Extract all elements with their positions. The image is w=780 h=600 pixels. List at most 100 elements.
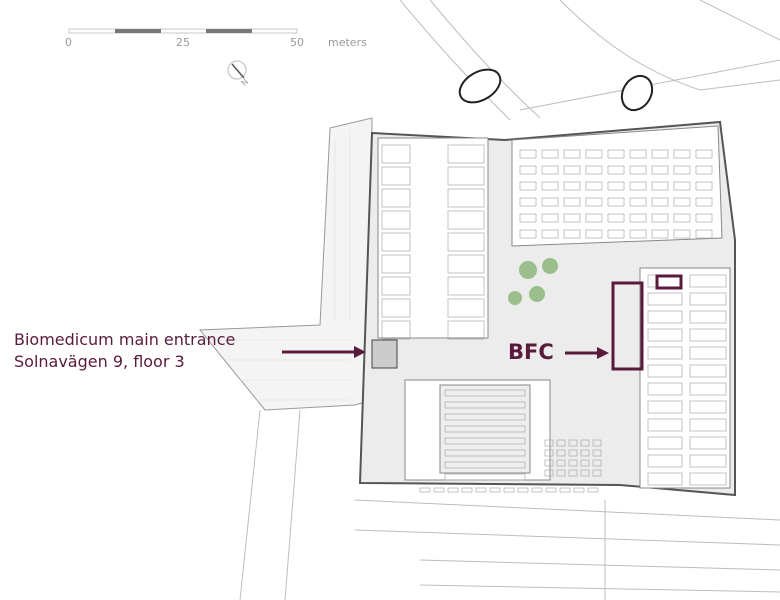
room: [541, 229, 559, 239]
room: [647, 400, 683, 414]
room: [419, 487, 431, 493]
north-arrow-icon: [227, 60, 247, 80]
room: [695, 197, 713, 207]
bfc-highlight-box-small: [655, 274, 683, 290]
room: [592, 439, 602, 447]
room: [447, 276, 485, 296]
scale-bar: [68, 28, 298, 34]
entrance-arrow: [282, 346, 366, 358]
room: [517, 487, 529, 493]
room: [580, 459, 590, 467]
room: [447, 320, 485, 340]
surrounding-streets: [239, 0, 780, 600]
room: [607, 181, 625, 191]
room: [381, 166, 411, 186]
room: [695, 149, 713, 159]
auditorium: [439, 384, 531, 474]
room: [587, 487, 599, 493]
room: [556, 449, 566, 457]
room: [444, 437, 526, 445]
room: [544, 439, 554, 447]
room: [629, 181, 647, 191]
scale-tick-50: 50: [290, 36, 304, 49]
room: [475, 487, 487, 493]
room: [647, 418, 683, 432]
room: [563, 213, 581, 223]
room: [568, 449, 578, 457]
room: [647, 364, 683, 378]
room: [689, 472, 727, 486]
room: [381, 254, 411, 274]
room: [673, 229, 691, 239]
bfc-label: BFC: [508, 340, 554, 364]
room: [544, 449, 554, 457]
room: [541, 165, 559, 175]
room: [629, 213, 647, 223]
bfc-arrow: [565, 347, 609, 359]
room: [651, 149, 669, 159]
room: [689, 310, 727, 324]
room: [580, 439, 590, 447]
room: [541, 197, 559, 207]
entrance-address: Solnavägen 9, floor 3: [14, 352, 185, 371]
room: [592, 449, 602, 457]
room: [444, 413, 526, 421]
room: [519, 197, 537, 207]
room: [573, 487, 585, 493]
room: [585, 149, 603, 159]
room: [381, 144, 411, 164]
room: [607, 149, 625, 159]
room: [592, 469, 602, 477]
room: [647, 346, 683, 360]
room: [556, 439, 566, 447]
room: [519, 213, 537, 223]
room: [651, 213, 669, 223]
room: [559, 487, 571, 493]
scale-tick-0: 0: [65, 36, 72, 49]
room: [689, 364, 727, 378]
room: [607, 165, 625, 175]
room: [433, 487, 445, 493]
room: [580, 469, 590, 477]
room: [689, 436, 727, 450]
scale-unit: meters: [328, 36, 367, 49]
skylight-oval: [620, 74, 654, 112]
room: [545, 487, 557, 493]
room: [580, 449, 590, 457]
room: [541, 181, 559, 191]
skylight-oval: [458, 68, 502, 104]
room: [629, 165, 647, 175]
room: [689, 382, 727, 396]
room: [585, 213, 603, 223]
room: [541, 213, 559, 223]
room: [651, 197, 669, 207]
room: [607, 213, 625, 223]
room: [695, 213, 713, 223]
room: [447, 210, 485, 230]
room: [563, 149, 581, 159]
room: [629, 229, 647, 239]
room: [651, 165, 669, 175]
room: [444, 401, 526, 409]
entrance-doors: [371, 339, 398, 369]
room: [447, 166, 485, 186]
room: [647, 454, 683, 468]
room: [447, 487, 459, 493]
room: [444, 389, 526, 397]
room: [381, 210, 411, 230]
scale-tick-25: 25: [176, 36, 190, 49]
room: [563, 197, 581, 207]
room: [447, 144, 485, 164]
room: [541, 149, 559, 159]
room: [519, 149, 537, 159]
room: [563, 229, 581, 239]
room: [689, 328, 727, 342]
room: [689, 454, 727, 468]
room: [447, 232, 485, 252]
room: [556, 469, 566, 477]
room: [673, 165, 691, 175]
room: [447, 188, 485, 208]
room: [689, 418, 727, 432]
room: [647, 328, 683, 342]
